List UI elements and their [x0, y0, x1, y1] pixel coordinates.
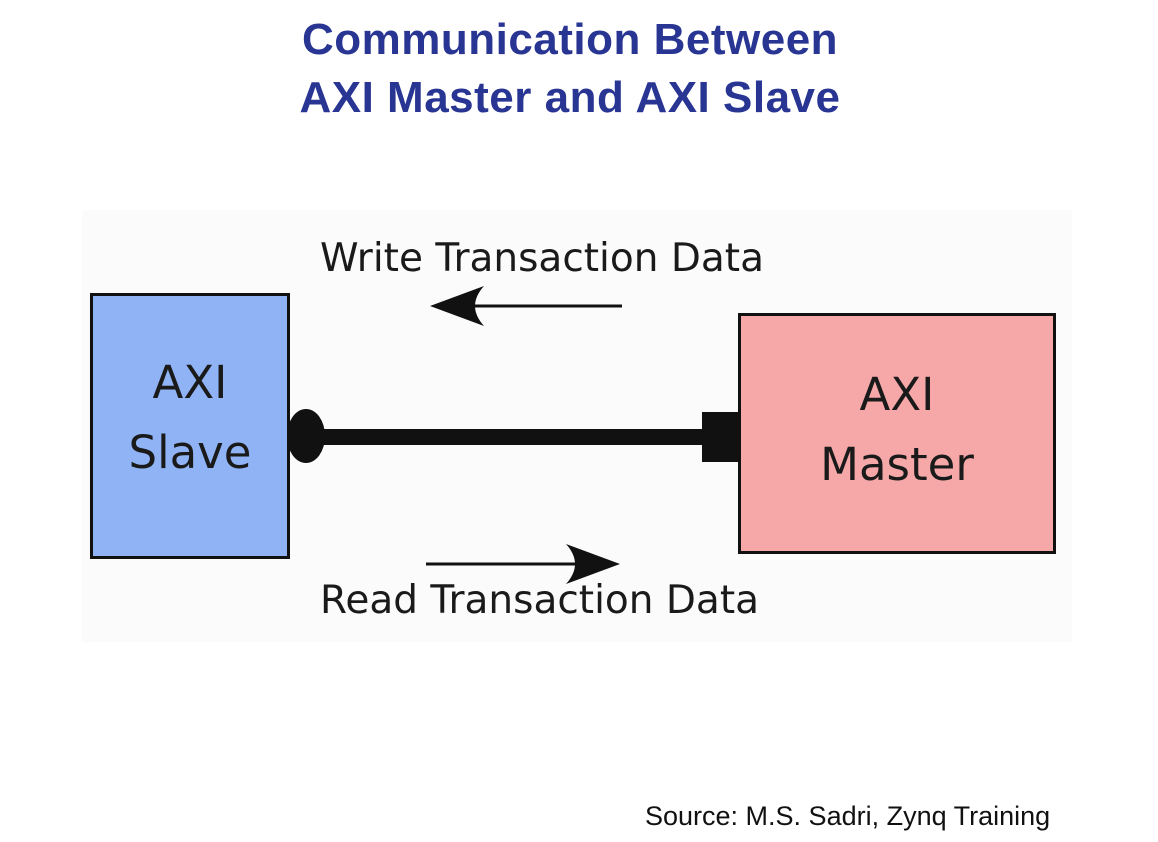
axi-master-block: AXI Master	[738, 313, 1056, 554]
axi-slave-block: AXI Slave	[90, 293, 290, 559]
diagram-title-line-1: Communication Between	[301, 15, 839, 64]
write-transaction-label: Write Transaction Data	[320, 236, 764, 281]
source-credit: Source: M.S. Sadri, Zynq Training	[645, 801, 1051, 831]
master-label-line-2: Master	[820, 438, 974, 491]
read-transaction-label: Read Transaction Data	[320, 578, 760, 623]
slave-label-line-2: Slave	[128, 426, 252, 479]
slave-label-line-1: AXI	[152, 356, 228, 409]
master-label-line-1: AXI	[859, 368, 935, 421]
master-port-connector	[702, 412, 742, 462]
read-arrowhead	[566, 544, 620, 584]
write-arrowhead	[430, 286, 484, 326]
diagram-title-line-2: AXI Master and AXI Slave	[299, 73, 841, 122]
slave-port-connector	[287, 409, 325, 463]
